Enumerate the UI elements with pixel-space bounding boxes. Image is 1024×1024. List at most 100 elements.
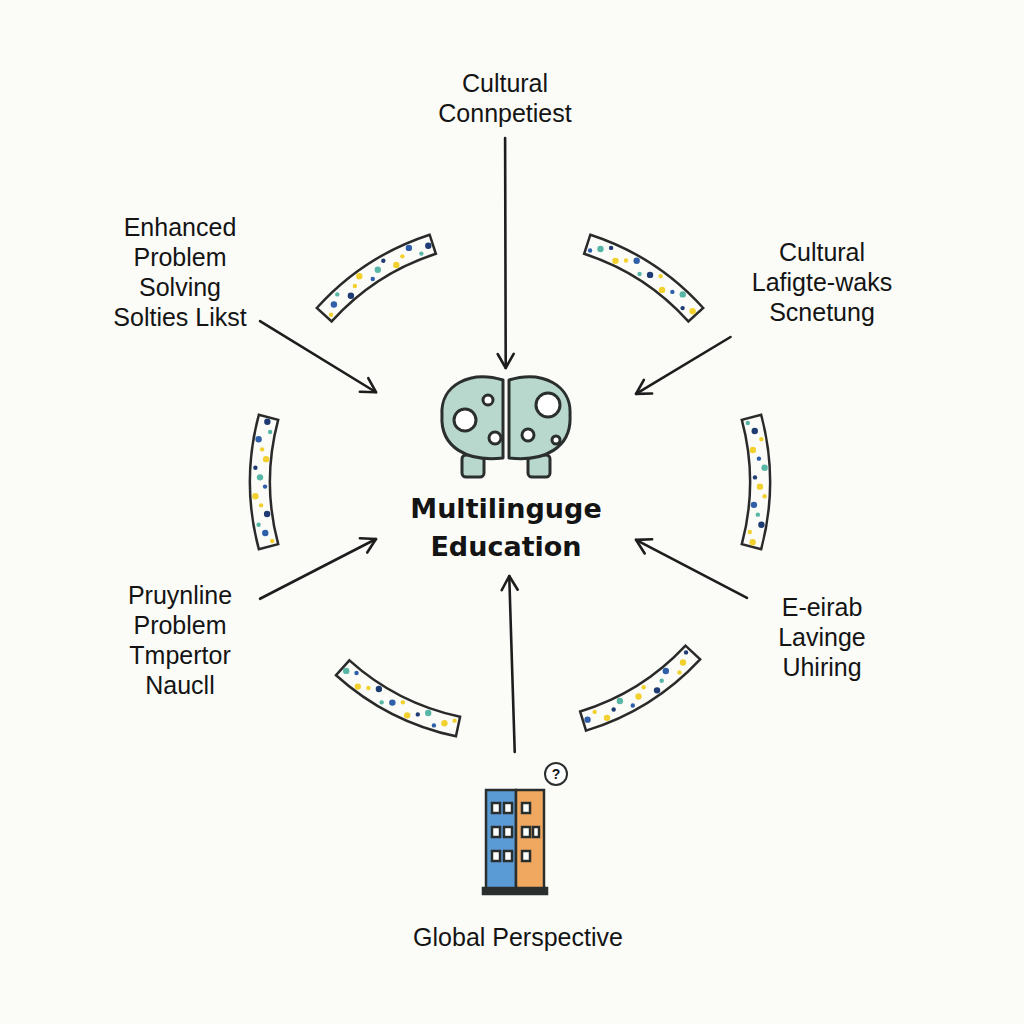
arrow-connector: [509, 576, 514, 752]
arc-dot: [376, 686, 382, 692]
arc-dot: [441, 720, 447, 726]
building-icon: [483, 763, 567, 894]
arc-dot: [381, 258, 385, 262]
arc-dot: [452, 718, 456, 722]
benefit-text: Global Perspective: [388, 922, 648, 952]
arrow-connector: [636, 337, 731, 394]
arc-dot: [753, 475, 757, 479]
benefit-text: Enhanced Problem Solving Solties Likst: [110, 212, 250, 332]
arc-dot: [255, 436, 261, 442]
arc-dot: [335, 292, 339, 296]
arc-dot: [641, 685, 645, 689]
arc-dot: [348, 293, 354, 299]
arc-dot: [635, 693, 641, 699]
arc-dot: [259, 503, 263, 507]
arc-bracket: [580, 646, 700, 731]
arrow-connector: [636, 540, 747, 598]
arc-dot: [588, 248, 592, 252]
benefit-text: Cultural Connpetiest: [405, 68, 605, 128]
arc-dot: [584, 716, 590, 722]
arc-dot: [400, 254, 404, 258]
arc-dot: [416, 712, 420, 716]
topic-title: Multilinguge Education: [386, 490, 626, 566]
arc-dot: [658, 274, 662, 278]
arc-dot: [375, 267, 381, 273]
arc-dot: [757, 483, 763, 489]
arc-dot: [406, 245, 412, 251]
benefit-text: Pruynline Problem Tmpertor Naucll: [110, 580, 250, 700]
arc-dot: [371, 277, 375, 281]
arc-dot: [592, 710, 596, 714]
arc-dot: [354, 671, 358, 675]
arc-dot: [353, 284, 357, 288]
brain-icon: [442, 377, 570, 477]
arc-dot: [264, 511, 270, 517]
arc-dot: [419, 251, 423, 255]
benefit-text: E-eirab Lavinge Uhiring: [757, 592, 887, 682]
arc-dot: [758, 522, 764, 528]
arc-dot: [677, 670, 681, 674]
benefit-node: Cultural Connpetiest: [405, 68, 605, 128]
arc-dot: [611, 707, 615, 711]
arc-dot: [761, 465, 767, 471]
arc-dot: [329, 312, 333, 316]
arc-dot: [612, 258, 618, 264]
arc-dot: [432, 723, 436, 727]
dotted-arc-brackets: [250, 235, 770, 737]
arc-dot: [389, 699, 395, 705]
arc-dot: [762, 494, 766, 498]
benefit-node: Enhanced Problem Solving Solties Likst: [110, 212, 250, 332]
arc-dot: [260, 447, 264, 451]
arc-dot: [759, 437, 763, 441]
arc-dot: [356, 273, 362, 279]
arrow-connector: [260, 539, 376, 599]
arc-dot: [752, 428, 758, 434]
arc-dot: [633, 257, 639, 263]
question-mark: ?: [552, 766, 561, 782]
arc-bracket: [742, 415, 770, 550]
arc-dot: [748, 530, 752, 534]
arc-dot: [404, 712, 410, 718]
arc-dot: [263, 484, 267, 488]
arc-dot: [750, 447, 756, 453]
arc-dot: [263, 456, 269, 462]
arc-dot: [604, 715, 610, 721]
arc-dot: [624, 258, 628, 262]
arc-dot: [379, 700, 383, 704]
arc-dot: [663, 668, 669, 674]
arc-bracket: [336, 660, 460, 736]
arc-dot: [684, 650, 688, 654]
arrow-connector: [260, 321, 376, 392]
arc-bracket: [317, 235, 436, 322]
arc-dot: [647, 272, 653, 278]
arc-bracket: [250, 415, 278, 550]
benefit-node: Pruynline Problem Tmpertor Naucll: [110, 580, 250, 700]
arc-dot: [252, 493, 258, 499]
arrow-connector: [504, 138, 507, 368]
arc-dot: [654, 687, 660, 693]
arc-dot: [262, 530, 268, 536]
arc-dot: [680, 306, 684, 310]
arc-dot: [659, 287, 665, 293]
arc-dot: [631, 703, 635, 707]
arc-dot: [393, 262, 399, 268]
arc-dot: [751, 502, 757, 508]
central-topic: Multilinguge Education: [386, 378, 626, 566]
benefit-node: Global Perspective: [388, 762, 648, 952]
arc-dot: [268, 430, 272, 434]
arc-dot: [680, 659, 686, 665]
arc-dot: [680, 291, 686, 297]
arc-dot: [670, 290, 674, 294]
arc-dot: [264, 419, 270, 425]
arc-dot: [355, 683, 361, 689]
arc-dot: [257, 474, 263, 480]
arc-dot: [253, 466, 257, 470]
arc-dot: [331, 301, 337, 307]
arc-dot: [756, 512, 760, 516]
arc-dot: [659, 679, 663, 683]
benefit-node: E-eirab Lavinge Uhiring: [757, 592, 887, 682]
arc-dot: [609, 246, 613, 250]
arc-dot: [746, 421, 750, 425]
arc-dot: [366, 686, 370, 690]
arc-dot: [757, 456, 761, 460]
